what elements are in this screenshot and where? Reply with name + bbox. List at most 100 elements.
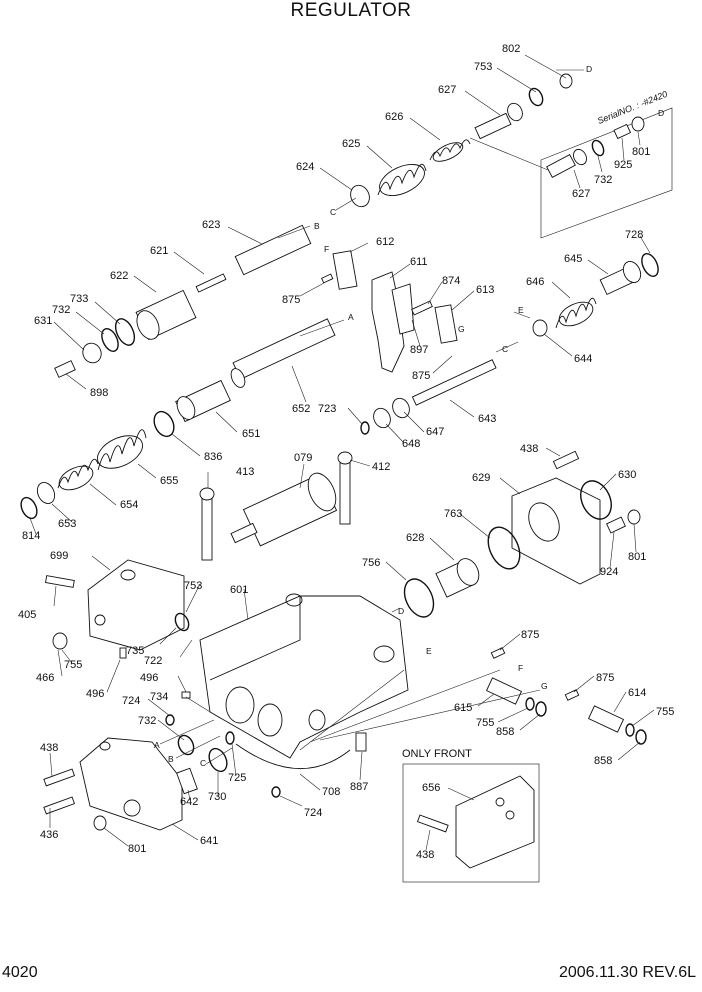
part-651-spool — [175, 379, 231, 423]
label-436: 436 — [40, 829, 58, 841]
part-624-seat — [350, 184, 370, 208]
label-654: 654 — [120, 499, 138, 511]
ref-d-1: D — [586, 64, 592, 74]
label-874: 874 — [442, 275, 460, 287]
label-836: 836 — [204, 451, 222, 463]
part-413-bolt — [199, 487, 215, 561]
part-627-inset — [546, 148, 587, 179]
ref-e-2: E — [426, 646, 432, 656]
part-755-ring-c — [625, 723, 635, 737]
label-644: 644 — [574, 353, 592, 365]
label-624: 624 — [296, 161, 314, 173]
part-732-inset — [591, 139, 605, 157]
label-601: 601 — [230, 584, 248, 596]
label-722: 722 — [144, 655, 162, 667]
label-656: 656 — [422, 782, 440, 794]
part-631 — [82, 342, 102, 364]
label-631: 631 — [34, 315, 52, 327]
label-627-b: 627 — [572, 188, 590, 200]
label-732: 732 — [52, 304, 70, 316]
label-642: 642 — [180, 796, 198, 808]
label-814: 814 — [22, 530, 40, 542]
part-728-ring — [641, 253, 659, 277]
label-652: 652 — [292, 403, 310, 415]
ref-g-2: G — [541, 681, 548, 691]
label-756: 756 — [362, 557, 380, 569]
part-753-ring — [528, 87, 544, 107]
ref-g-1: G — [458, 324, 465, 334]
part-613-link — [434, 304, 458, 344]
part-412-bolt — [337, 451, 353, 525]
part-641-cover — [79, 737, 183, 831]
part-611-lever — [371, 271, 415, 373]
label-897: 897 — [410, 344, 428, 356]
part-405-bolt — [44, 575, 75, 588]
part-732-ring-c — [177, 734, 195, 756]
part-723-ring — [360, 421, 370, 435]
part-644 — [532, 319, 548, 337]
label-898: 898 — [90, 387, 108, 399]
label-only-front: ONLY FRONT — [402, 748, 472, 760]
ref-f-1: F — [324, 244, 329, 254]
part-627-spool — [474, 102, 523, 140]
serial-inset-box: SerialNO. : -#2420 — [540, 89, 673, 239]
part-725-ring — [225, 731, 235, 745]
part-875-pin-a — [321, 273, 334, 284]
label-924: 924 — [600, 566, 618, 578]
part-496-a — [119, 647, 127, 659]
label-413: 413 — [236, 466, 254, 478]
label-925: 925 — [614, 159, 632, 171]
ref-a-1: A — [348, 312, 354, 322]
part-924 — [606, 516, 626, 534]
part-654-spring — [57, 458, 99, 491]
label-412: 412 — [372, 461, 390, 473]
part-623-sleeve — [234, 224, 312, 276]
part-898 — [54, 360, 76, 378]
label-438-a: 438 — [520, 443, 538, 455]
label-626: 626 — [385, 111, 403, 123]
part-601-regulator-body — [199, 593, 409, 759]
label-496-b: 496 — [140, 672, 158, 684]
label-651: 651 — [242, 428, 260, 440]
label-630: 630 — [618, 469, 636, 481]
label-753-b: 753 — [184, 580, 202, 592]
part-626-spring — [429, 139, 471, 162]
label-730: 730 — [208, 791, 226, 803]
label-699: 699 — [50, 550, 68, 562]
part-630-seal — [580, 480, 612, 520]
label-647: 647 — [426, 426, 444, 438]
label-645: 645 — [564, 253, 582, 265]
ref-c-1: C — [330, 207, 336, 217]
label-875-a: 875 — [282, 294, 300, 306]
ref-b-2: B — [168, 754, 174, 764]
ref-b-1: B — [314, 221, 320, 231]
part-858-ring-a — [535, 701, 547, 717]
part-645-spool — [599, 261, 642, 296]
label-646: 646 — [526, 276, 544, 288]
label-763: 763 — [444, 508, 462, 520]
part-625-spring — [377, 163, 427, 196]
ref-e-1: E — [518, 305, 524, 315]
part-724-ring-a — [165, 714, 175, 726]
part-925-inset — [613, 123, 632, 140]
page-number: 4020 — [2, 964, 38, 981]
label-733: 733 — [70, 293, 88, 305]
label-753: 753 — [474, 61, 492, 73]
label-728: 728 — [625, 229, 643, 241]
part-724-ring-b — [271, 786, 281, 798]
part-801-inset — [631, 116, 645, 132]
label-801-a: 801 — [632, 146, 650, 158]
part-438-bolt-a — [552, 450, 580, 470]
part-466 — [52, 632, 68, 650]
label-653: 653 — [58, 518, 76, 530]
part-732-ring — [101, 328, 119, 352]
part-652-spool — [230, 318, 336, 388]
label-732-b: 732 — [594, 174, 612, 186]
part-858-ring-b — [635, 729, 647, 745]
label-875-b: 875 — [412, 370, 430, 382]
part-875-pin-c — [490, 647, 506, 659]
part-801-b — [93, 815, 107, 831]
part-438-bolt-b — [43, 768, 76, 787]
label-612: 612 — [376, 236, 394, 248]
